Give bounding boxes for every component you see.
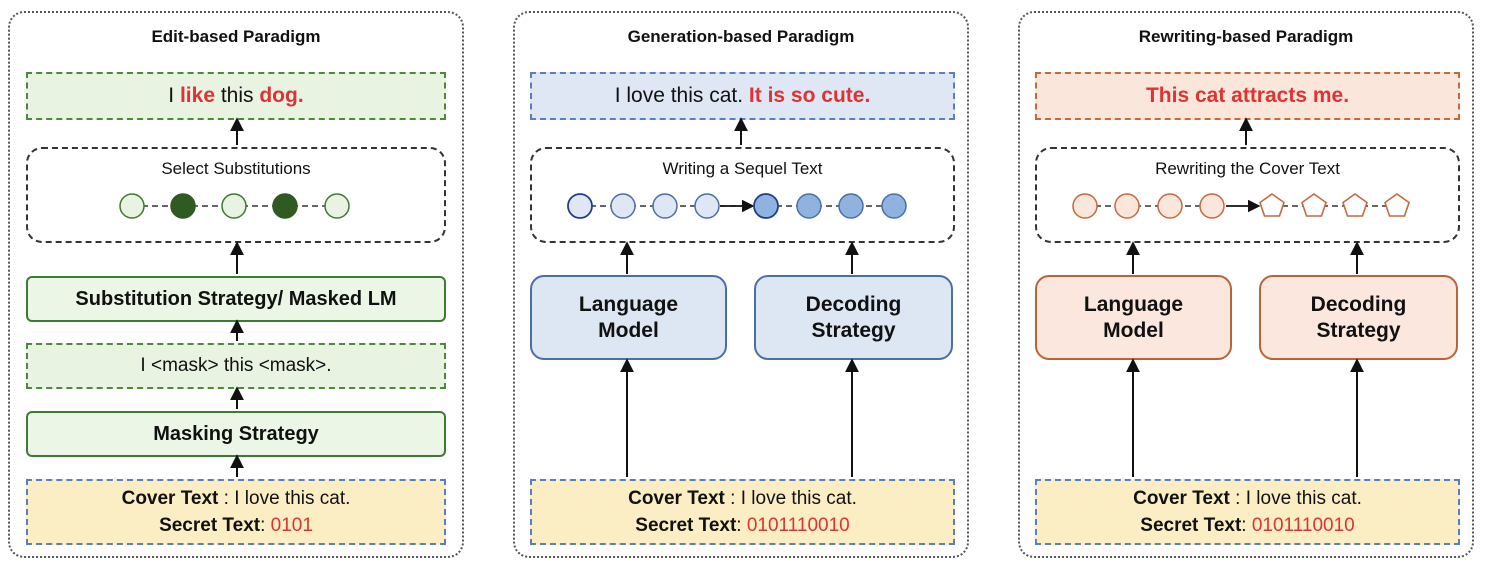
sequel-box: Writing a Sequel Text [530, 147, 955, 243]
cover-text-value: : I love this cat. [218, 488, 351, 509]
sequel-title: Writing a Sequel Text [662, 159, 823, 178]
substitution-strategy-box: Substitution Strategy/ Masked LM [26, 276, 446, 322]
select-substitutions-box: Select Substitutions [26, 147, 446, 243]
output-text-plain: I love this cat. [614, 84, 749, 107]
lm-line-1: Language [578, 292, 679, 316]
secret-text-sep: : [1241, 515, 1252, 536]
rewriting-based-panel: Rewriting-based Paradigm This cat attrac… [1018, 11, 1474, 558]
output-text-box: I like this dog. [26, 72, 446, 120]
decoding-strategy-box: Decoding Strategy [754, 275, 953, 360]
edit-based-panel: Edit-based Paradigm I like this dog. Sel… [8, 11, 464, 558]
secret-text-value: 0101110010 [746, 515, 850, 536]
cover-text-line: Cover Text : I love this cat. [1133, 485, 1362, 512]
cover-text-label: Cover Text [1133, 488, 1230, 509]
secret-text-value: 0101 [270, 515, 313, 536]
cover-text-label: Cover Text [628, 488, 725, 509]
language-model-box: Language Model [530, 275, 727, 360]
cover-text-line: Cover Text : I love this cat. [628, 485, 857, 512]
output-text-rewritten: This cat attracts me. [1145, 84, 1350, 107]
secret-text-label: Secret Text [635, 515, 737, 536]
output-text-box: This cat attracts me. [1035, 72, 1460, 120]
dec-line-2: Strategy [1316, 318, 1401, 342]
cover-text-line: Cover Text : I love this cat. [122, 485, 351, 512]
output-text-substitution-1: like [179, 84, 215, 107]
secret-text-line: Secret Text: 0101110010 [635, 512, 849, 539]
masked-text-box: I <mask> this <mask>. [26, 343, 446, 389]
rewrite-box: Rewriting the Cover Text [1035, 147, 1460, 243]
cover-text-label: Cover Text [121, 488, 219, 509]
masking-strategy-label: Masking Strategy [153, 422, 319, 445]
dec-line-1: Decoding [805, 292, 902, 316]
secret-text-sep: : [260, 515, 271, 536]
secret-text-line: Secret Text: 0101110010 [1140, 512, 1354, 539]
secret-text-value: 0101110010 [1251, 515, 1355, 536]
output-text-substitution-2: dog. [259, 84, 304, 107]
cover-text-value: : I love this cat. [1229, 488, 1362, 509]
rewrite-title: Rewriting the Cover Text [1155, 159, 1340, 178]
lm-line-1: Language [1083, 292, 1184, 316]
secret-text-label: Secret Text [159, 515, 261, 536]
secret-text-sep: : [736, 515, 747, 536]
dec-line-1: Decoding [1310, 292, 1407, 316]
masked-text: I <mask> this <mask>. [140, 355, 332, 376]
secret-text-line: Secret Text: 0101 [159, 512, 313, 539]
panel-title: Edit-based Paradigm [151, 27, 321, 46]
output-text-sequel: It is so cute. [748, 84, 871, 107]
language-model-box: Language Model [1035, 275, 1232, 360]
output-text-box: I love this cat. It is so cute. [530, 72, 955, 120]
output-text-plain: this [215, 84, 260, 107]
lm-line-2: Model [598, 318, 659, 342]
cover-secret-box: Cover Text : I love this cat. Secret Tex… [530, 479, 955, 545]
cover-secret-box: Cover Text : I love this cat. Secret Tex… [1035, 479, 1460, 545]
output-text-plain: I [168, 84, 180, 107]
panel-title: Rewriting-based Paradigm [1138, 27, 1354, 46]
secret-text-label: Secret Text [1140, 515, 1242, 536]
cover-text-value: : I love this cat. [724, 488, 857, 509]
substitution-strategy-label: Substitution Strategy/ Masked LM [75, 287, 397, 310]
select-substitutions-title: Select Substitutions [161, 159, 311, 178]
generation-based-panel: Generation-based Paradigm I love this ca… [513, 11, 969, 558]
cover-secret-box: Cover Text : I love this cat. Secret Tex… [26, 479, 446, 545]
dec-line-2: Strategy [811, 318, 896, 342]
decoding-strategy-box: Decoding Strategy [1259, 275, 1458, 360]
panel-title: Generation-based Paradigm [627, 27, 855, 46]
lm-line-2: Model [1103, 318, 1164, 342]
masking-strategy-box: Masking Strategy [26, 411, 446, 457]
